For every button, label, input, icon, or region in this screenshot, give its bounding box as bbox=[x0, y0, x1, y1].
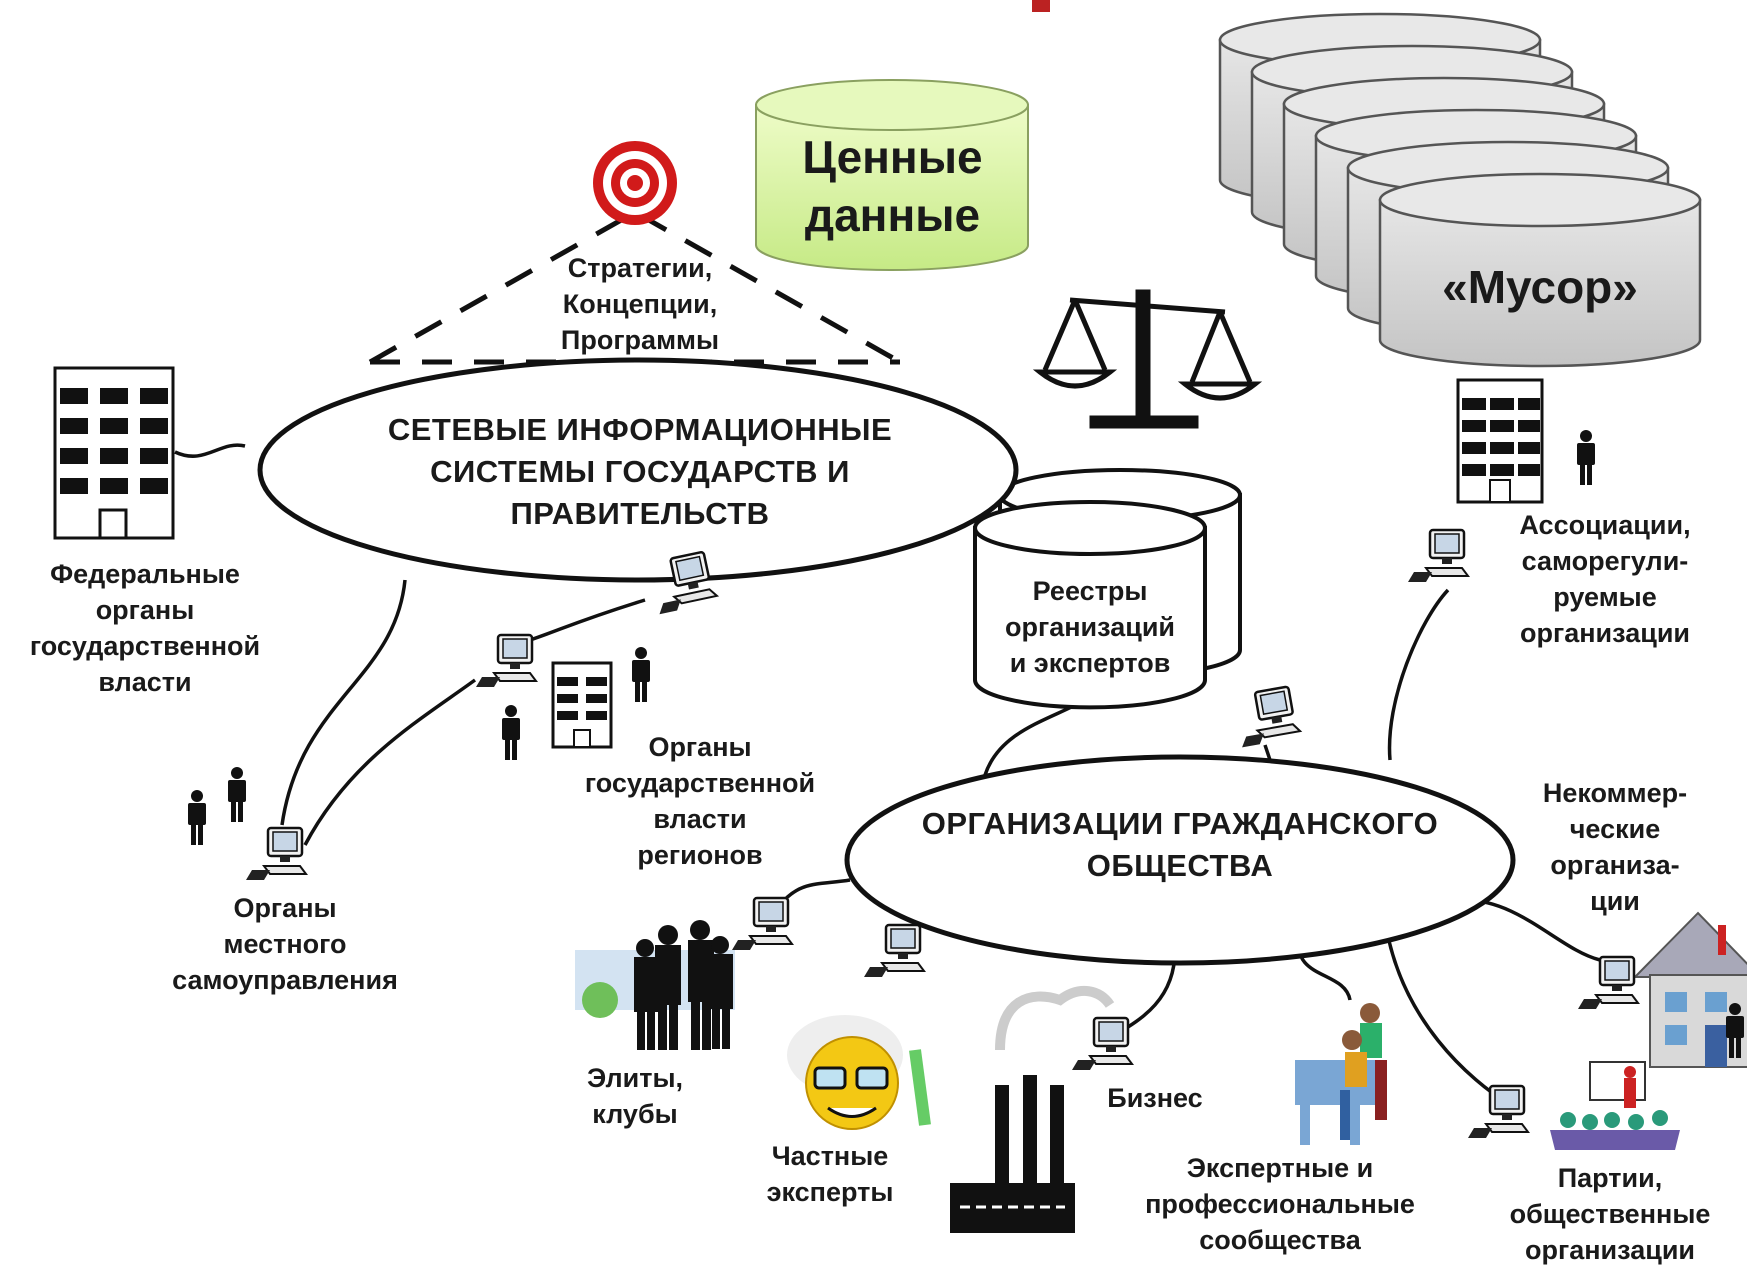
link-regional bbox=[529, 598, 646, 642]
person-icon bbox=[632, 647, 650, 702]
link-local-1 bbox=[280, 579, 407, 826]
computer-icon bbox=[862, 923, 926, 979]
garbage-stack bbox=[1218, 12, 1702, 368]
associations-building-icon bbox=[1456, 378, 1544, 504]
regional-line: государственной bbox=[584, 768, 816, 798]
gov-networks-ellipse bbox=[257, 357, 1019, 583]
regional-line: Органы bbox=[648, 732, 752, 762]
elites-icon bbox=[575, 920, 735, 1050]
scales-icon bbox=[1032, 289, 1263, 429]
computer-icon bbox=[474, 633, 538, 689]
link-civil-pc bbox=[1263, 744, 1272, 761]
person-icon bbox=[502, 705, 520, 760]
scientist-icon bbox=[787, 1015, 931, 1130]
target-icon bbox=[593, 141, 677, 225]
person-icon bbox=[228, 767, 246, 822]
strategies-line: Концепции, bbox=[562, 289, 718, 319]
computer-icon bbox=[1231, 684, 1303, 749]
local-line: Органы bbox=[233, 893, 337, 923]
civil-society-line: ОБЩЕСТВА bbox=[1086, 848, 1274, 883]
garbage-label: «Мусор» bbox=[1390, 258, 1690, 316]
experts-line: Частные bbox=[771, 1141, 889, 1171]
valuable-data-cylinder bbox=[755, 79, 1029, 271]
elites-label: Элиты, клубы bbox=[555, 1060, 715, 1132]
link-parties bbox=[1383, 919, 1511, 1107]
business-label: Бизнес bbox=[1090, 1080, 1220, 1116]
local-label: Органы местного самоуправления bbox=[140, 890, 430, 998]
experts-line: эксперты bbox=[766, 1177, 894, 1207]
federal-line: Федеральные bbox=[50, 559, 240, 589]
professional-line: Экспертные и bbox=[1186, 1153, 1374, 1183]
meeting-icon bbox=[1550, 1061, 1680, 1150]
registers-line: Реестры bbox=[1032, 576, 1148, 606]
parties-line: Партии, bbox=[1557, 1163, 1663, 1193]
computer-icon bbox=[730, 896, 794, 952]
registers-cylinder bbox=[973, 468, 1242, 710]
gov-networks-line: ПРАВИТЕЛЬСТВ bbox=[510, 496, 770, 531]
computer-icon bbox=[1070, 1016, 1134, 1072]
parties-label: Партии, общественные организации bbox=[1475, 1160, 1745, 1268]
nonprofit-line: организа- bbox=[1550, 850, 1680, 880]
elites-line: Элиты, bbox=[586, 1063, 684, 1093]
computer-icon bbox=[1576, 955, 1640, 1011]
federal-building-icon bbox=[53, 366, 175, 540]
garbage-text: «Мусор» bbox=[1442, 261, 1638, 313]
strategies-label: Стратегии, Концепции, Программы bbox=[520, 250, 760, 358]
professionals-icon bbox=[1295, 1003, 1387, 1145]
link-associations bbox=[1387, 588, 1450, 761]
registers-label: Реестры организаций и экспертов bbox=[975, 573, 1205, 681]
local-line: местного bbox=[223, 929, 347, 959]
link-local-2 bbox=[303, 678, 477, 846]
valuable-data-text: Ценные данные bbox=[802, 131, 983, 241]
computer-icon bbox=[1406, 528, 1470, 584]
federal-line: государственной bbox=[29, 631, 261, 661]
elites-line: клубы bbox=[592, 1099, 678, 1129]
associations-line: руемые bbox=[1553, 582, 1657, 612]
civil-society-line: ОРГАНИЗАЦИИ ГРАЖДАНСКОГО bbox=[921, 806, 1439, 841]
top-mark bbox=[1032, 0, 1050, 12]
registers-line: организаций bbox=[1004, 612, 1176, 642]
professional-line: сообщества bbox=[1199, 1225, 1361, 1255]
regional-line: власти bbox=[653, 804, 747, 834]
civil-society-ellipse bbox=[844, 754, 1516, 966]
regional-label: Органы государственной власти регионов bbox=[555, 729, 845, 873]
nonprofit-label: Некоммер- ческие организа- ции bbox=[1510, 775, 1720, 919]
parties-line: организации bbox=[1524, 1235, 1696, 1265]
professional-line: профессиональные bbox=[1145, 1189, 1415, 1219]
business-text: Бизнес bbox=[1107, 1083, 1203, 1113]
gov-networks-line: СИСТЕМЫ ГОСУДАРСТВ И bbox=[430, 454, 850, 489]
nonprofit-line: ции bbox=[1590, 886, 1640, 916]
experts-label: Частные эксперты bbox=[735, 1138, 925, 1210]
associations-line: организации bbox=[1519, 618, 1691, 648]
nonprofit-line: ческие bbox=[1569, 814, 1661, 844]
federal-line: власти bbox=[98, 667, 192, 697]
gov-networks-line: СЕТЕВЫЕ ИНФОРМАЦИОННЫЕ bbox=[387, 412, 893, 447]
associations-line: Ассоциации, bbox=[1519, 510, 1691, 540]
federal-label: Федеральные органы государственной власт… bbox=[0, 556, 290, 700]
valuable-data-label: Ценные данные bbox=[760, 128, 1025, 244]
computer-icon bbox=[1466, 1084, 1530, 1140]
person-icon bbox=[188, 790, 206, 845]
strategies-line: Стратегии, bbox=[567, 253, 713, 283]
person-icon bbox=[1577, 430, 1595, 485]
local-line: самоуправления bbox=[172, 965, 398, 995]
civil-society-label: ОРГАНИЗАЦИИ ГРАЖДАНСКОГО ОБЩЕСТВА bbox=[855, 803, 1505, 887]
parties-line: общественные bbox=[1509, 1199, 1711, 1229]
associations-label: Ассоциации, саморегули- руемые организац… bbox=[1485, 507, 1725, 651]
federal-line: органы bbox=[95, 595, 195, 625]
associations-line: саморегули- bbox=[1521, 546, 1689, 576]
registers-line: и экспертов bbox=[1009, 648, 1171, 678]
regional-line: регионов bbox=[637, 840, 763, 870]
regional-building-icon bbox=[551, 661, 613, 749]
nonprofit-line: Некоммер- bbox=[1542, 778, 1688, 808]
link-federal bbox=[174, 443, 246, 458]
link-elites bbox=[778, 878, 851, 907]
factory-icon bbox=[950, 986, 1115, 1233]
computer-icon bbox=[244, 826, 308, 882]
gov-networks-label: СЕТЕВЫЕ ИНФОРМАЦИОННЫЕ СИСТЕМЫ ГОСУДАРСТ… bbox=[300, 409, 980, 535]
strategies-line: Программы bbox=[560, 325, 720, 355]
professional-label: Экспертные и профессиональные сообщества bbox=[1110, 1150, 1450, 1258]
